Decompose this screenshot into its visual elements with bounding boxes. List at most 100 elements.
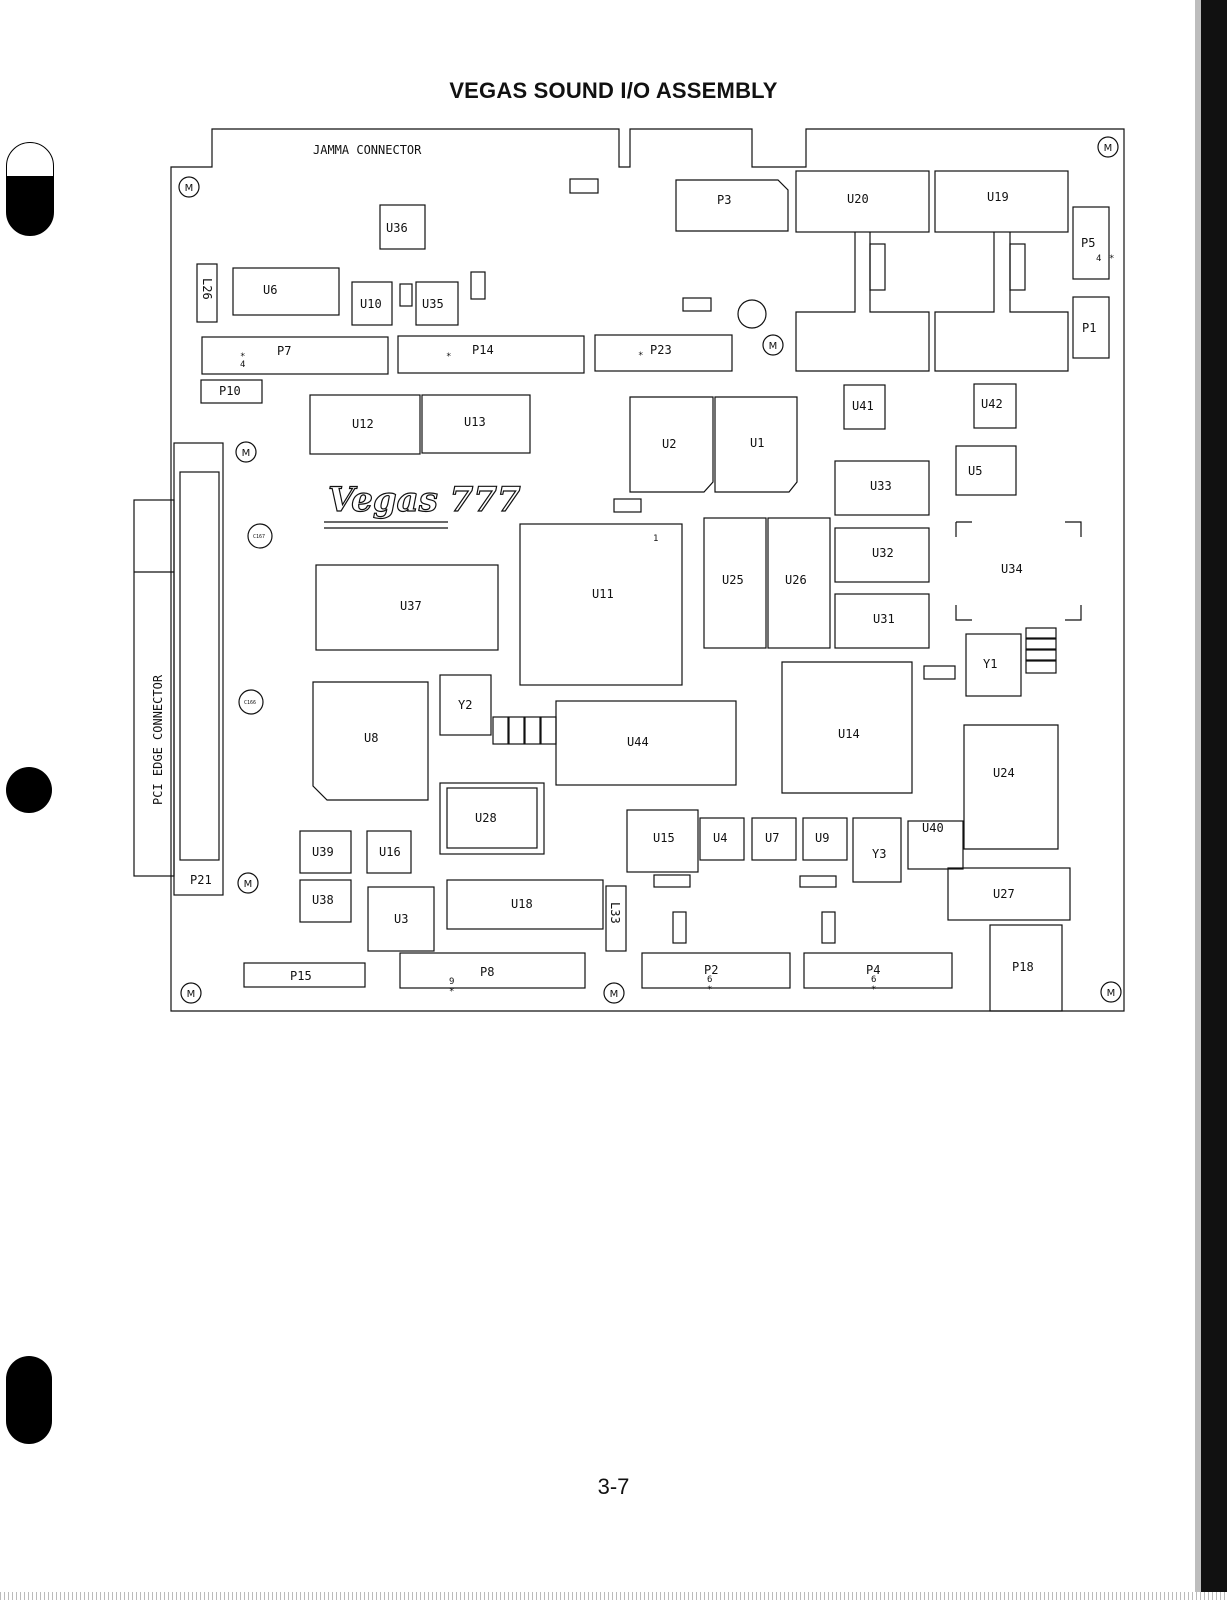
chip-U18 <box>446 879 604 930</box>
header-P8 <box>399 952 586 989</box>
chip-U9 <box>802 817 848 861</box>
pci-slot-inner <box>179 471 220 861</box>
pci-slot-outer <box>173 442 224 896</box>
label-P4: P4 <box>866 963 880 977</box>
chip-U25 <box>703 517 767 649</box>
label-U8: U8 <box>364 731 378 745</box>
chip-U33 <box>834 460 930 516</box>
board-outline <box>170 128 1125 1012</box>
chip-U3 <box>367 886 435 952</box>
label-C167: C167 <box>253 534 265 540</box>
label-U42: U42 <box>981 397 1003 411</box>
svg-text:Vegas 777: Vegas 777 <box>328 480 521 520</box>
header-P23 <box>594 334 733 372</box>
label-U35: U35 <box>422 297 444 311</box>
label-U12: U12 <box>352 417 374 431</box>
chip-U7 <box>751 817 797 861</box>
mount-label: M <box>185 183 194 194</box>
header-P14 <box>397 335 585 374</box>
mount-label: M <box>242 448 251 459</box>
pin-star: * <box>446 352 451 362</box>
page-number: 3-7 <box>597 1474 630 1499</box>
label-Y3: Y3 <box>872 847 886 861</box>
connector-P3 <box>675 179 789 232</box>
jamma-connector-label: JAMMA CONNECTOR <box>313 143 422 157</box>
label-P18: P18 <box>1012 960 1034 974</box>
label-L33: L33 <box>608 902 622 924</box>
label-U38: U38 <box>312 893 334 907</box>
crystal-Y2 <box>439 674 492 736</box>
crystal-Y1 <box>965 633 1022 697</box>
component-labels: U36 U6 L26 U10 U35 P3 U20 U19 P5 P1 P7 P… <box>190 190 1096 983</box>
label-U25: U25 <box>722 573 744 587</box>
chip-U27 <box>947 867 1071 921</box>
label-Y1: Y1 <box>983 657 997 671</box>
pci-edge-connector-label: PCI EDGE CONNECTOR <box>151 674 165 805</box>
label-U20: U20 <box>847 192 869 206</box>
label-Y2: Y2 <box>458 698 472 712</box>
pin-number: 6 <box>707 975 712 985</box>
chip-U38 <box>299 879 352 923</box>
chip-U37 <box>315 564 499 651</box>
chip-U39 <box>299 830 352 874</box>
label-U31: U31 <box>873 612 895 626</box>
page-title: VEGAS SOUND I/O ASSEMBLY <box>449 78 778 103</box>
chip-U28 <box>439 782 545 855</box>
label-P10: P10 <box>219 384 241 398</box>
mount-label: M <box>244 879 253 890</box>
mount-label: M <box>187 989 196 1000</box>
pin-star: * <box>638 351 643 361</box>
label-U26: U26 <box>785 573 807 587</box>
label-U7: U7 <box>765 831 779 845</box>
label-P3: P3 <box>717 193 731 207</box>
vegas-777-logo: Vegas 777 <box>324 479 522 529</box>
pin-star: * <box>449 987 454 997</box>
mount-label: M <box>1104 143 1113 154</box>
chip-U40 <box>907 820 964 870</box>
label-P2: P2 <box>704 963 718 977</box>
mount-label: M <box>769 341 778 352</box>
label-U44: U44 <box>627 735 649 749</box>
pin-number: 4 <box>240 360 245 370</box>
connector-P5 <box>1072 206 1110 280</box>
chip-U24 <box>963 724 1059 850</box>
pin-number: 6 <box>871 975 876 985</box>
label-P8: P8 <box>480 965 494 979</box>
label-U16: U16 <box>379 845 401 859</box>
pin-star: * <box>707 985 712 995</box>
binder-hole <box>6 142 54 236</box>
connector-P1 <box>1072 296 1110 359</box>
chip-U41 <box>843 384 886 430</box>
chip-U20 <box>795 170 930 233</box>
mount-label: M <box>610 989 619 1000</box>
label-U34: U34 <box>1001 562 1023 576</box>
chip-U34 <box>955 521 1082 621</box>
label-C166: C166 <box>244 700 256 706</box>
connector-P10 <box>200 379 263 404</box>
chip-U35 <box>415 281 459 326</box>
pin-marks: * 4 * * 4 * 1 9 * 6 * 6 * <box>240 254 1114 997</box>
binder-hole <box>6 1356 52 1444</box>
label-U37: U37 <box>400 599 422 613</box>
chip-U12 <box>309 394 421 455</box>
label-U14: U14 <box>838 727 860 741</box>
chip-U15 <box>626 809 699 873</box>
crystal-Y3 <box>852 817 902 883</box>
label-U40: U40 <box>922 821 944 835</box>
label-U5: U5 <box>968 464 982 478</box>
label-U6: U6 <box>263 283 277 297</box>
pin-star: * <box>871 985 876 995</box>
label-P15: P15 <box>290 969 312 983</box>
label-U9: U9 <box>815 831 829 845</box>
pin-number: 4 <box>1096 254 1101 264</box>
label-U3: U3 <box>394 912 408 926</box>
label-P5: P5 <box>1081 236 1095 250</box>
label-P21: P21 <box>190 873 212 887</box>
label-U1: U1 <box>750 436 764 450</box>
label-P14: P14 <box>472 343 494 357</box>
label-U4: U4 <box>713 831 727 845</box>
chip-U14 <box>781 661 913 794</box>
label-L26: L26 <box>200 278 214 300</box>
chip-U5 <box>955 445 1017 496</box>
